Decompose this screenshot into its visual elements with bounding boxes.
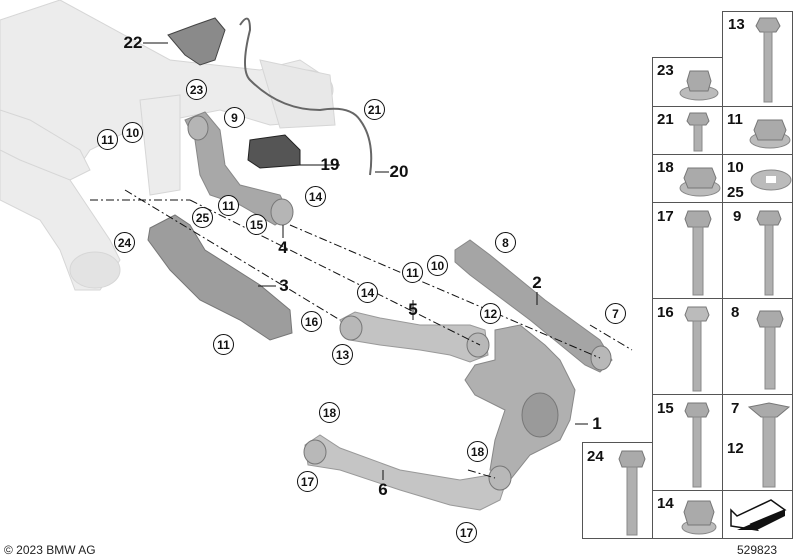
callout-12: 12 — [480, 303, 501, 324]
callout-17: 17 — [456, 522, 477, 543]
callout-21: 21 — [364, 99, 385, 120]
callout-11: 11 — [402, 262, 423, 283]
bolt-icon — [618, 450, 646, 536]
direction-arrow-icon — [730, 499, 787, 532]
callout-10: 10 — [427, 255, 448, 276]
part-cell-23: 23 — [652, 57, 723, 107]
callout-17: 17 — [297, 471, 318, 492]
bracket-19 — [247, 134, 301, 169]
speed-sensor-cable — [239, 17, 373, 176]
part-cell-8: 8 — [722, 298, 793, 395]
bolt-icon — [684, 210, 712, 296]
lock-nut-icon — [681, 500, 717, 535]
callout-5: 5 — [408, 300, 418, 319]
part-cell-11: 11 — [722, 106, 793, 155]
trailing-arm-3 — [147, 214, 293, 341]
callout-6: 6 — [378, 480, 388, 499]
part-cell-direction — [722, 490, 793, 539]
callout-1: 1 — [592, 414, 602, 433]
bolt-icon — [756, 310, 784, 390]
lock-nut-icon — [679, 167, 721, 197]
callout-22: 22 — [123, 33, 143, 52]
callout-25: 25 — [192, 207, 213, 228]
part-cell-16: 16 — [652, 298, 723, 395]
copyright: © 2023 BMW AG — [4, 543, 96, 557]
lock-nut-icon — [749, 119, 791, 149]
leader-lines — [143, 42, 588, 480]
callout-24: 24 — [114, 232, 135, 253]
callout-19: 19 — [320, 155, 340, 174]
callout-20: 20 — [389, 162, 409, 181]
callout-11: 11 — [97, 129, 118, 150]
part-cell-21: 21 — [652, 106, 723, 155]
callout-2: 2 — [532, 273, 542, 292]
eccentric-bolt-icon — [747, 402, 791, 488]
bolt-icon — [756, 210, 782, 296]
control-arm-6 — [304, 434, 506, 511]
callout-14: 14 — [305, 186, 326, 207]
part-cell-18: 18 — [652, 154, 723, 203]
callout-10: 10 — [122, 122, 143, 143]
callout-18: 18 — [319, 402, 340, 423]
torx-screw-icon — [686, 112, 710, 152]
callout-7: 7 — [605, 303, 626, 324]
callout-14: 14 — [357, 282, 378, 303]
callout-11: 11 — [218, 195, 239, 216]
bolt-icon — [684, 402, 710, 488]
control-arm-5 — [339, 311, 489, 363]
bracket-22 — [167, 17, 226, 66]
part-cell-10-25: 10 25 — [722, 154, 793, 203]
flange-nut-icon — [679, 70, 719, 101]
washer-icon — [750, 169, 792, 191]
part-cell-24: 24 — [582, 442, 653, 539]
callout-16: 16 — [301, 311, 322, 332]
assembly-dash-lines — [90, 189, 633, 479]
part-cell-7-12: 7 12 — [722, 394, 793, 491]
callout-9: 9 — [224, 107, 245, 128]
rear-subframe — [0, 0, 336, 291]
bolt-icon — [755, 17, 781, 103]
torx-bolt-icon — [684, 306, 710, 392]
diagram-number: 529823 — [737, 543, 778, 557]
callout-4: 4 — [278, 238, 288, 257]
callout-11: 11 — [213, 334, 234, 355]
part-cell-14: 14 — [652, 490, 723, 539]
callout-13: 13 — [332, 344, 353, 365]
callout-3: 3 — [279, 276, 289, 295]
callout-8: 8 — [495, 232, 516, 253]
callout-15: 15 — [246, 214, 267, 235]
part-cell-9: 9 — [722, 202, 793, 299]
callout-23: 23 — [186, 79, 207, 100]
part-cell-17: 17 — [652, 202, 723, 299]
callout-18: 18 — [467, 441, 488, 462]
part-cell-13: 13 — [722, 11, 793, 107]
part-cell-15: 15 — [652, 394, 723, 491]
